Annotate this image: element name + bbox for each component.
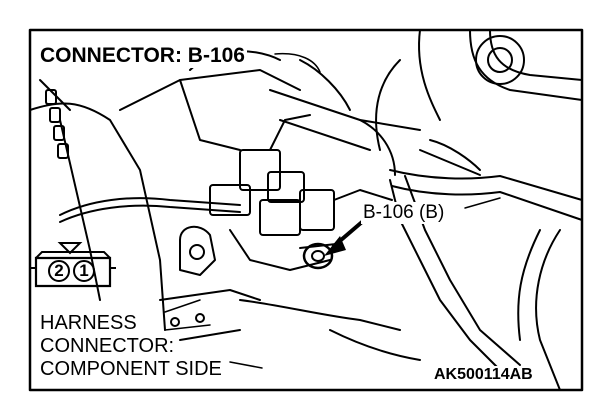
diagram-title: CONNECTOR: B-106 [38,44,247,68]
figure-code: AK500114AB [432,366,535,384]
pin-number-2: 2 [54,261,64,280]
diagram-frame [28,28,584,392]
connector-callout-label: B-106 (B) [361,202,447,224]
harness-label-line2: CONNECTOR: [38,335,177,357]
pointer-arrow [324,220,364,256]
harness-label-line1: HARNESS [38,312,139,334]
connector-pin-symbol [30,242,116,288]
harness-label-line3: COMPONENT SIDE [38,358,224,380]
pin-number-1: 1 [79,261,89,280]
